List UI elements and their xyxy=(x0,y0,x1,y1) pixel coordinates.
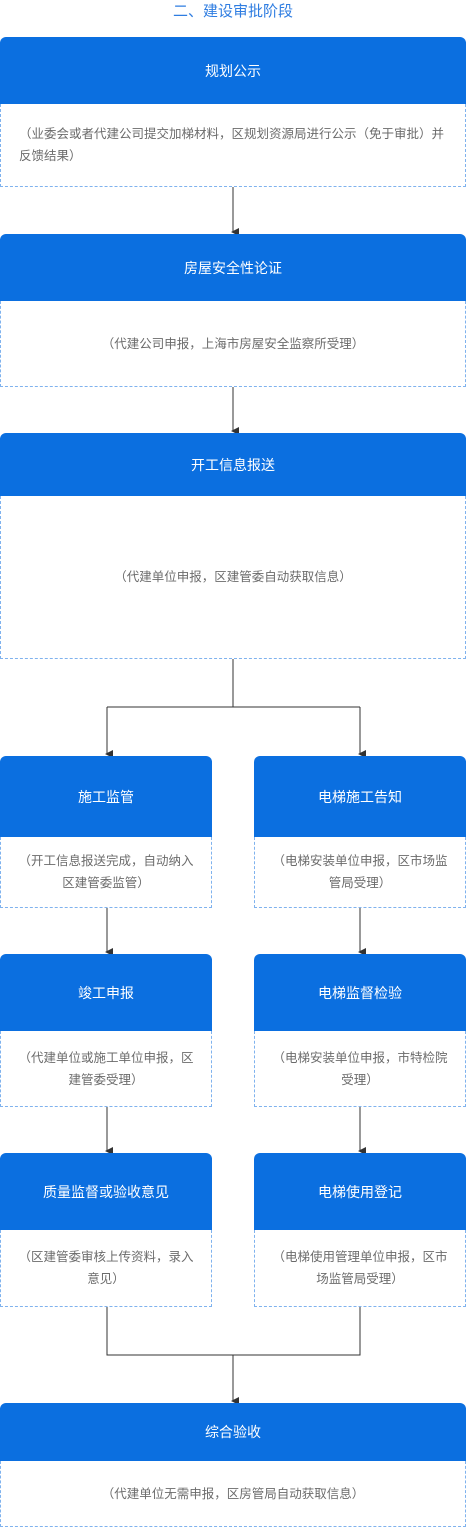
page-title: 二、建设审批阶段 xyxy=(172,2,293,20)
step-elevator-inspection: 电梯监督检验 （电梯安装单位申报，市特检院受理） xyxy=(254,954,466,1107)
step-planning: 规划公示 （业委会或者代建公司提交加梯材料，区规划资源局进行公示（免于审批）并反… xyxy=(0,37,466,187)
step-construction-supervision: 施工监管 （开工信息报送完成，自动纳入区建管委监管） xyxy=(0,756,212,908)
step-start-desc: （代建单位申报，区建管委自动获取信息） xyxy=(0,496,466,659)
step-final-title: 综合验收 xyxy=(0,1403,466,1461)
step-start-title: 开工信息报送 xyxy=(0,433,466,496)
step-planning-title: 规划公示 xyxy=(0,37,466,104)
step-quality-title: 质量监督或验收意见 xyxy=(0,1153,212,1230)
step-completion-desc: （代建单位或施工单位申报，区建管委受理） xyxy=(0,1031,212,1107)
step-planning-desc: （业委会或者代建公司提交加梯材料，区规划资源局进行公示（免于审批）并反馈结果） xyxy=(0,104,466,187)
step-safety: 房屋安全性论证 （代建公司申报，上海市房屋安全监察所受理） xyxy=(0,234,466,387)
step-elevator-notice-title: 电梯施工告知 xyxy=(254,756,466,837)
step-quality: 质量监督或验收意见 （区建管委审核上传资料，录入意见） xyxy=(0,1153,212,1307)
step-elevator-registration: 电梯使用登记 （电梯使用管理单位申报，区市场监管局受理） xyxy=(254,1153,466,1307)
connector-start-split xyxy=(107,659,234,708)
step-elevator-inspection-title: 电梯监督检验 xyxy=(254,954,466,1031)
step-elevator-inspection-desc: （电梯安装单位申报，市特检院受理） xyxy=(254,1031,466,1107)
step-safety-title: 房屋安全性论证 xyxy=(0,234,466,301)
connector-merge xyxy=(106,1307,361,1356)
step-completion-title: 竣工申报 xyxy=(0,954,212,1031)
step-start: 开工信息报送 （代建单位申报，区建管委自动获取信息） xyxy=(0,433,466,659)
step-construction-supervision-desc: （开工信息报送完成，自动纳入区建管委监管） xyxy=(0,837,212,908)
step-elevator-registration-desc: （电梯使用管理单位申报，区市场监管局受理） xyxy=(254,1230,466,1307)
step-construction-supervision-title: 施工监管 xyxy=(0,756,212,837)
step-elevator-notice-desc: （电梯安装单位申报，区市场监管局受理） xyxy=(254,837,466,908)
step-elevator-registration-title: 电梯使用登记 xyxy=(254,1153,466,1230)
step-final-desc: （代建单位无需申报，区房管局自动获取信息） xyxy=(0,1461,466,1527)
step-quality-desc: （区建管委审核上传资料，录入意见） xyxy=(0,1230,212,1307)
step-safety-desc: （代建公司申报，上海市房屋安全监察所受理） xyxy=(0,301,466,387)
step-elevator-notice: 电梯施工告知 （电梯安装单位申报，区市场监管局受理） xyxy=(254,756,466,908)
step-final: 综合验收 （代建单位无需申报，区房管局自动获取信息） xyxy=(0,1403,466,1527)
step-completion: 竣工申报 （代建单位或施工单位申报，区建管委受理） xyxy=(0,954,212,1107)
